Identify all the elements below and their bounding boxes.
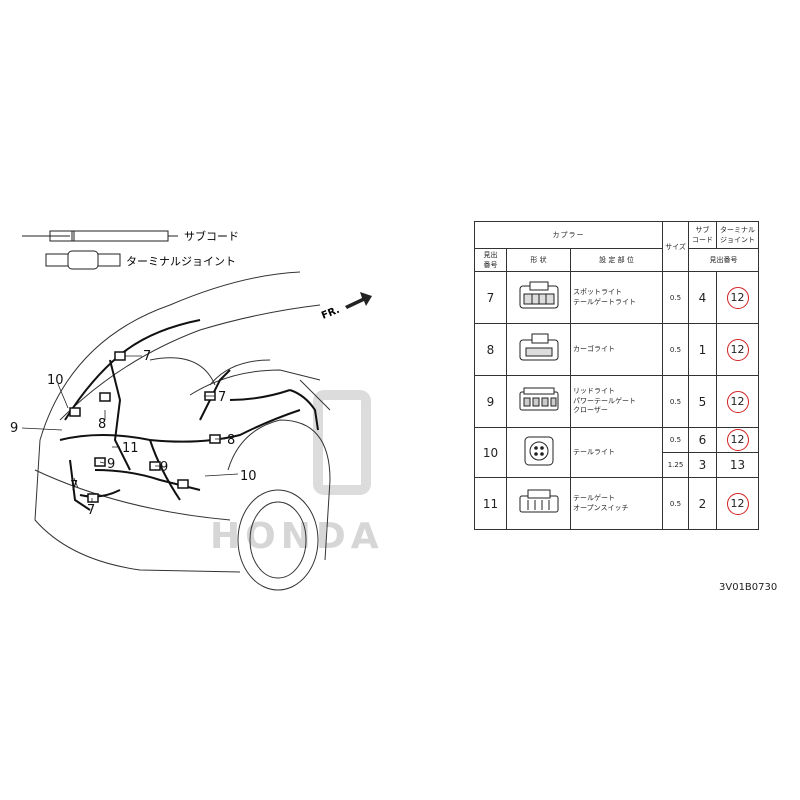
wire-size: 1.25 xyxy=(662,452,689,478)
terminal-joint-no: 13 xyxy=(716,452,759,478)
callout-8-left: 8 xyxy=(98,417,106,432)
ref-number: 9 xyxy=(474,375,507,428)
header-coupler: カプラー xyxy=(474,221,663,249)
callout-10-top: 10 xyxy=(47,373,64,388)
connector-8-icon xyxy=(519,333,558,360)
callout-7-mid: 7 xyxy=(218,390,226,405)
callout-7-lowest: 7 xyxy=(87,503,95,518)
callout-9-left: 9 xyxy=(10,421,18,436)
header-location: 設 定 部 位 xyxy=(570,248,663,272)
coupler-shape xyxy=(506,477,571,530)
coupler-shape xyxy=(506,427,571,478)
wire-size: 0.5 xyxy=(662,427,689,453)
vehicle-outline xyxy=(34,271,331,591)
terminal-joint-symbol xyxy=(45,250,121,270)
sub-cord-no: 2 xyxy=(688,477,717,530)
wiring-harness-diagram: サブコード ターミナルジョイント HONDA FR. xyxy=(10,229,384,591)
coupler-shape xyxy=(506,375,571,428)
wire-size: 0.5 xyxy=(662,323,689,376)
connector-9-icon xyxy=(519,387,558,410)
connector-blocks xyxy=(69,351,221,503)
sub-cord-no: 4 xyxy=(688,271,717,324)
table-row: 7 スポットライト テールゲートライト 0.5 4 12 xyxy=(474,271,759,324)
table-row: 1.25 3 13 xyxy=(475,452,759,478)
terminal-joint-no: 12 xyxy=(716,477,759,530)
callout-10-bottom: 10 xyxy=(240,469,257,484)
sub-cord-no: 6 xyxy=(688,427,717,453)
terminal-joint-no: 12 xyxy=(716,271,759,324)
callout-leaders xyxy=(21,355,239,502)
callout-numbers: 10 7 7 9 8 11 9 9 8 7 10 7 xyxy=(10,349,257,518)
connector-10-icon xyxy=(524,436,553,465)
sub-cord-no: 1 xyxy=(688,323,717,376)
front-label: FR. xyxy=(320,305,341,322)
circled-ref: 12 xyxy=(726,390,749,413)
table-row: 10 テールライト 0.5 6 12 xyxy=(474,427,759,478)
callout-8-right: 8 xyxy=(227,433,235,448)
connector-11-icon xyxy=(519,489,558,512)
circled-ref: 12 xyxy=(726,286,749,309)
callout-7-top: 7 xyxy=(143,349,151,364)
honda-watermark: HONDA xyxy=(210,390,384,557)
harness-wires xyxy=(59,319,319,511)
setting-location: テールライト xyxy=(570,427,663,478)
header-ref-no-2: 見出番号 xyxy=(688,248,759,272)
callout-11: 11 xyxy=(122,441,139,456)
wire-size: 0.5 xyxy=(662,271,689,324)
sub-cord-symbol xyxy=(22,230,178,242)
callout-9-right: 9 xyxy=(160,460,168,475)
setting-location: カーゴライト xyxy=(570,323,663,376)
ref-number: 11 xyxy=(474,477,507,530)
setting-location: リッドライト パワーテールゲート クローザー xyxy=(570,375,663,428)
coupler-shape xyxy=(506,323,571,376)
wire-size: 0.5 xyxy=(662,477,689,530)
coupler-shape xyxy=(506,271,571,324)
callout-7-bottom: 7 xyxy=(70,479,78,494)
connector-table: カプラー サイズ サブ コード ターミナル ジョイント 見出 番号 形 状 設 … xyxy=(474,221,759,530)
front-direction-marker: FR. xyxy=(320,292,372,322)
ref-number: 7 xyxy=(474,271,507,324)
terminal-joint-no: 12 xyxy=(716,427,759,453)
sub-cord-no: 5 xyxy=(688,375,717,428)
header-terminal-joint: ターミナル ジョイント xyxy=(716,221,759,249)
svg-text:HONDA: HONDA xyxy=(210,516,384,557)
legend-terminal-joint-label: ターミナルジョイント xyxy=(126,255,236,268)
table-row: 8 カーゴライト 0.5 1 12 xyxy=(474,323,759,376)
table-row: 11 テールゲート オープンスイッチ 0.5 2 12 xyxy=(474,477,759,530)
front-arrow-icon xyxy=(345,292,372,309)
wire-size: 0.5 xyxy=(662,375,689,428)
terminal-joint-no: 12 xyxy=(716,323,759,376)
table-row: 9 リッドライト パワーテールゲート クローザー 0.5 5 12 xyxy=(474,375,759,428)
header-sub-cord: サブ コード xyxy=(688,221,717,249)
header-size: サイズ xyxy=(662,221,689,272)
document-code: 3V01B0730 xyxy=(719,582,778,593)
sub-cord-no: 3 xyxy=(688,452,717,478)
ref-number: 10 xyxy=(474,427,507,478)
setting-location: スポットライト テールゲートライト xyxy=(570,271,663,324)
legend-sub-cord-label: サブコード xyxy=(184,229,239,243)
setting-location: テールゲート オープンスイッチ xyxy=(570,477,663,530)
connector-7-icon xyxy=(519,281,558,308)
header-ref-no: 見出 番号 xyxy=(474,248,507,272)
circled-ref: 12 xyxy=(726,429,749,451)
circled-ref: 12 xyxy=(726,338,749,361)
callout-9-mid: 9 xyxy=(107,457,115,472)
circled-ref: 12 xyxy=(726,492,749,515)
terminal-joint-no: 12 xyxy=(716,375,759,428)
header-shape: 形 状 xyxy=(506,248,571,272)
ref-number: 8 xyxy=(474,323,507,376)
